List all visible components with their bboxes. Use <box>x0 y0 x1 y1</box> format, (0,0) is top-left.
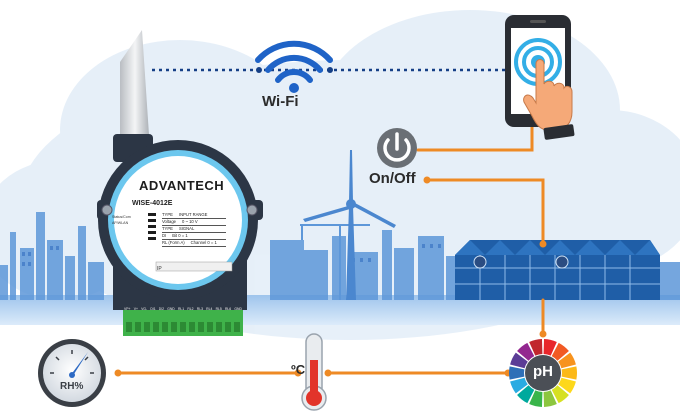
ph-wheel-segment <box>517 342 535 361</box>
spec-row: RL (Form A)Channel 0 = 1 <box>162 240 226 247</box>
ph-wheel-segment <box>509 366 525 380</box>
rh-label: RH% <box>60 381 84 392</box>
ph-wheel-segment <box>510 377 528 394</box>
advantech-wise-4012e-device <box>97 30 263 336</box>
ph-color-wheel-icon <box>509 339 577 407</box>
ph-wheel-segment <box>558 377 576 394</box>
on-off-label: On/Off <box>369 170 416 187</box>
ph-label: pH <box>533 363 553 380</box>
ip-label: IP <box>157 266 162 272</box>
wifi-icon <box>255 40 333 83</box>
crane-icon <box>300 224 370 300</box>
ph-wheel-segment <box>529 390 543 407</box>
led-labels: Status/Com AP/WLAN <box>112 215 131 226</box>
ph-wheel-segment <box>561 366 577 380</box>
wind-turbine-icon <box>303 150 396 300</box>
connector-lines <box>116 118 545 375</box>
touch-hand-icon <box>523 59 575 140</box>
humidity-gauge-icon <box>38 339 106 407</box>
ph-wheel-segment <box>529 339 543 356</box>
thermometer-icon <box>301 333 327 411</box>
celsius-label: ºC <box>291 362 306 377</box>
wifi-label: Wi-Fi <box>262 93 299 110</box>
ph-wheel-segment <box>551 385 569 404</box>
device-brand: ADVANTECH <box>139 178 225 193</box>
ph-wheel-segment <box>510 352 528 369</box>
greenhouse-icon <box>455 240 660 300</box>
ph-wheel-segment <box>551 342 569 361</box>
ph-wheel-segment <box>517 385 535 404</box>
power-icon <box>377 128 417 168</box>
device-model: WISE-4012E <box>132 200 173 207</box>
ph-wheel-segment <box>543 339 557 356</box>
ph-wheel-segment <box>558 352 576 369</box>
ph-wheel-segment <box>543 390 557 407</box>
